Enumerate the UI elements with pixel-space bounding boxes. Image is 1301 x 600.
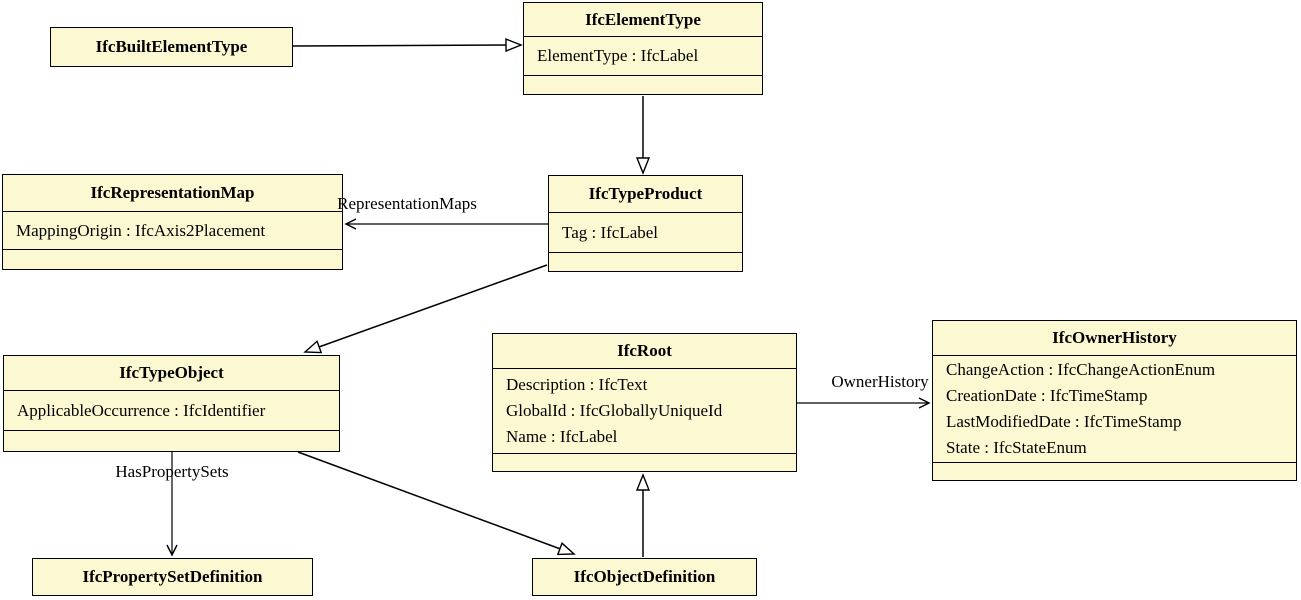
attribute-section: ApplicableOccurrence : IfcIdentifier bbox=[4, 391, 339, 431]
class-IfcOwnerHistory[interactable]: IfcOwnerHistory ChangeAction : IfcChange… bbox=[932, 320, 1297, 481]
operations-section-empty bbox=[493, 454, 796, 471]
edge-builtelementtype-to-elementtype bbox=[292, 45, 521, 46]
attribute-line: LastModifiedDate : IfcTimeStamp bbox=[946, 412, 1182, 431]
attribute-section: Description : IfcText GlobalId : IfcGlob… bbox=[493, 369, 796, 454]
attribute-line: ChangeAction : IfcChangeActionEnum bbox=[946, 360, 1216, 379]
attribute-section: ElementType : IfcLabel bbox=[524, 37, 762, 76]
attribute-line: ApplicableOccurrence : IfcIdentifier bbox=[17, 400, 266, 420]
edge-typeproduct-to-typeobject bbox=[305, 264, 548, 352]
class-title: IfcTypeObject bbox=[4, 356, 339, 391]
class-IfcBuiltElementType[interactable]: IfcBuiltElementType bbox=[50, 27, 293, 67]
operations-section-empty bbox=[933, 463, 1296, 480]
label-representation-maps: RepresentationMaps bbox=[337, 194, 477, 213]
class-IfcObjectDefinition[interactable]: IfcObjectDefinition bbox=[532, 558, 757, 596]
class-title: IfcRepresentationMap bbox=[3, 175, 342, 212]
class-IfcTypeObject[interactable]: IfcTypeObject ApplicableOccurrence : Ifc… bbox=[3, 355, 340, 452]
class-title: IfcOwnerHistory bbox=[933, 321, 1296, 356]
class-title: IfcElementType bbox=[524, 3, 762, 37]
attribute-line: Description : IfcText bbox=[506, 375, 648, 394]
attribute-line: State : IfcStateEnum bbox=[946, 438, 1087, 457]
operations-section-empty bbox=[4, 431, 339, 451]
attribute-line: GlobalId : IfcGloballyUniqueId bbox=[506, 401, 723, 420]
label-owner-history: OwnerHistory bbox=[831, 372, 929, 391]
operations-section-empty bbox=[549, 253, 742, 271]
attribute-line: Tag : IfcLabel bbox=[562, 222, 659, 242]
class-IfcPropertySetDefinition[interactable]: IfcPropertySetDefinition bbox=[32, 558, 313, 596]
attribute-section: MappingOrigin : IfcAxis2Placement bbox=[3, 212, 342, 250]
class-title: IfcTypeProduct bbox=[549, 176, 742, 213]
class-title: IfcRoot bbox=[493, 334, 796, 369]
class-title: IfcPropertySetDefinition bbox=[82, 567, 263, 586]
class-title: IfcObjectDefinition bbox=[573, 567, 716, 586]
class-title: IfcBuiltElementType bbox=[95, 37, 248, 56]
operations-section-empty bbox=[524, 76, 762, 94]
class-IfcTypeProduct[interactable]: IfcTypeProduct Tag : IfcLabel bbox=[548, 175, 743, 272]
operations-section-empty bbox=[3, 250, 342, 269]
attribute-section: Tag : IfcLabel bbox=[549, 213, 742, 253]
label-has-property-sets: HasPropertySets bbox=[115, 462, 229, 481]
attribute-section: ChangeAction : IfcChangeActionEnum Creat… bbox=[933, 356, 1296, 463]
class-IfcElementType[interactable]: IfcElementType ElementType : IfcLabel bbox=[523, 2, 763, 95]
attribute-line: CreationDate : IfcTimeStamp bbox=[946, 386, 1148, 405]
attribute-line: MappingOrigin : IfcAxis2Placement bbox=[16, 220, 266, 240]
class-IfcRoot[interactable]: IfcRoot Description : IfcText GlobalId :… bbox=[492, 333, 797, 472]
class-IfcRepresentationMap[interactable]: IfcRepresentationMap MappingOrigin : Ifc… bbox=[2, 174, 343, 270]
attribute-line: Name : IfcLabel bbox=[506, 427, 618, 446]
attribute-line: ElementType : IfcLabel bbox=[537, 46, 699, 65]
edge-typeobject-to-objectdefinition bbox=[297, 451, 574, 554]
